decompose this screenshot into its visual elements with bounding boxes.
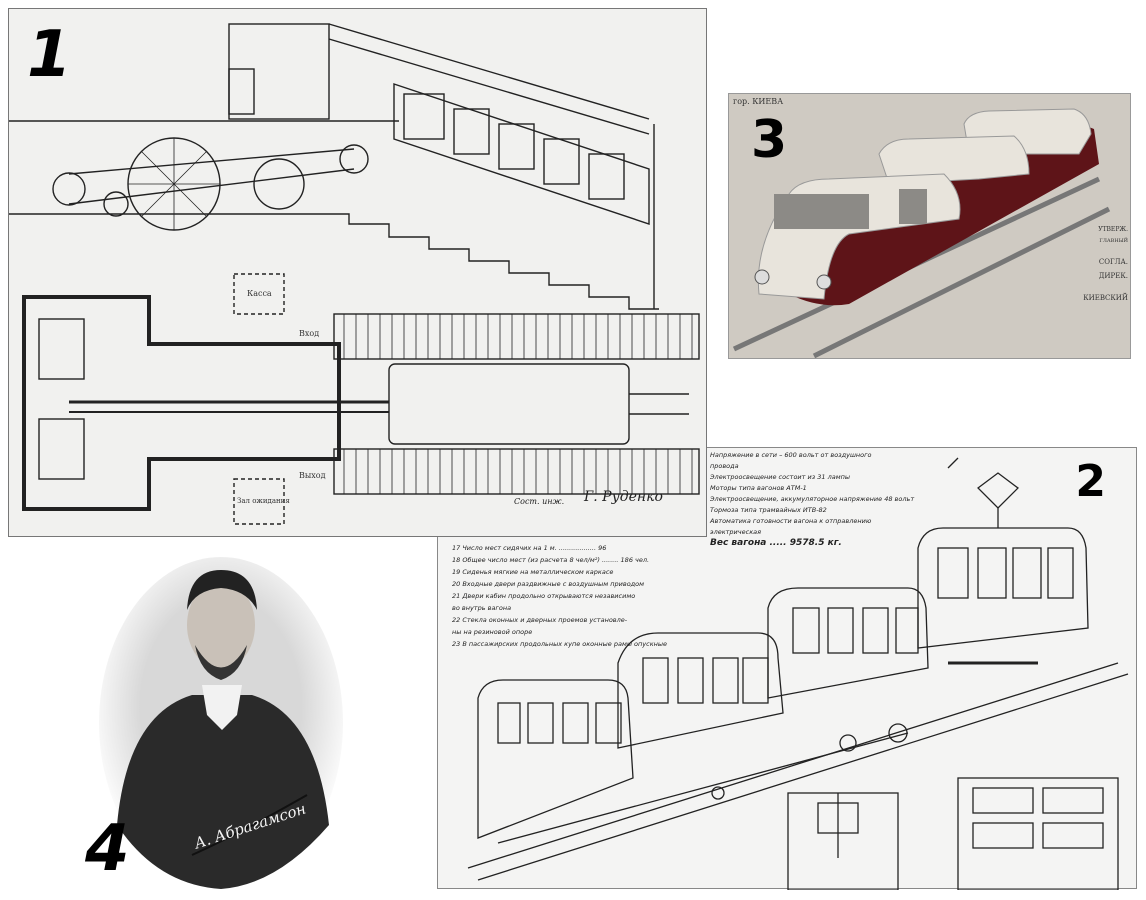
approval-label: ДИРЕК.	[1098, 272, 1128, 280]
spec-line: 22 Стекла оконных и дверных проемов уста…	[452, 616, 628, 624]
spec-line: во внутрь вагона	[452, 604, 512, 612]
spec-notes-bottom: 17 Число мест сидячих на 1 м. ..........…	[452, 542, 702, 650]
spec-line: провода	[710, 462, 739, 470]
spec-line: Моторы типа вагонов АТМ-1	[710, 484, 807, 492]
spec-line: электрическая	[710, 528, 762, 536]
spec-line: Напряжение в сети – 600 вольт от воздушн…	[710, 451, 872, 459]
plan-label: Выход	[299, 471, 326, 480]
panel-number: 3	[751, 110, 788, 170]
panel-number: 4	[85, 812, 130, 886]
spec-line: 17 Число мест сидячих на 1 м. ..........…	[452, 544, 607, 552]
plan-label: Касса	[247, 289, 272, 298]
plan-label: Вход	[299, 329, 320, 338]
spec-line: Автоматика готовности вагона к отправлен…	[710, 517, 872, 525]
spec-line: Электроосвещение, аккумуляторное напряже…	[710, 495, 915, 503]
funicular-car-illustration	[732, 108, 1111, 359]
panel-number: 2	[1075, 456, 1106, 507]
spec-line: Электроосвещение состоит из 31 лампы	[710, 473, 851, 481]
approval-label: ГЛАВНЫЙ	[1099, 238, 1128, 244]
approval-label: УТВЕРЖ.	[1098, 226, 1128, 233]
spec-line: 20 Входные двери раздвижные с воздушным …	[452, 580, 645, 588]
funicular-station-drawing: Касса Вход Выход Зал ожидания Сост. инж.…	[8, 8, 707, 537]
plan-label: Зал ожидания	[237, 497, 290, 505]
spec-line: ны на резиновой опоре	[452, 628, 533, 636]
spec-line: 19 Сиденья мягкие на металлическом карка…	[452, 568, 614, 576]
spec-line: Вес вагона ..... 9578.5 кг.	[710, 538, 842, 548]
funicular-car-lines	[467, 457, 1129, 890]
portrait: А. Абрагамсон 4	[85, 555, 347, 891]
panel-number: 1	[27, 18, 72, 92]
spec-line: Тормоза типа трамвайных ИТВ-82	[710, 506, 827, 514]
station-lines	[9, 23, 700, 525]
funicular-rendering: гор. КИЕВА УТВЕРЖ. ГЛАВНЫЙ СОГЛА. ДИРЕК.…	[728, 93, 1131, 359]
spec-notes-top: Напряжение в сети – 600 вольт от воздушн…	[710, 450, 972, 549]
approval-label: СОГЛА.	[1098, 258, 1128, 266]
approval-label: КИЕВСКИЙ	[1083, 294, 1128, 302]
signature-caption: Сост. инж.	[514, 497, 565, 506]
signature: Г. Руденко	[584, 489, 663, 505]
sheet-header: гор. КИЕВА	[733, 97, 784, 106]
spec-line: 18 Общее число мест (из расчета 8 чел/м²…	[452, 556, 650, 564]
portrait-image	[99, 557, 343, 889]
spec-line: 23 В пассажирских продольных купе оконны…	[452, 640, 668, 648]
spec-line: 21 Двери кабин продольно открываются нез…	[452, 592, 636, 600]
